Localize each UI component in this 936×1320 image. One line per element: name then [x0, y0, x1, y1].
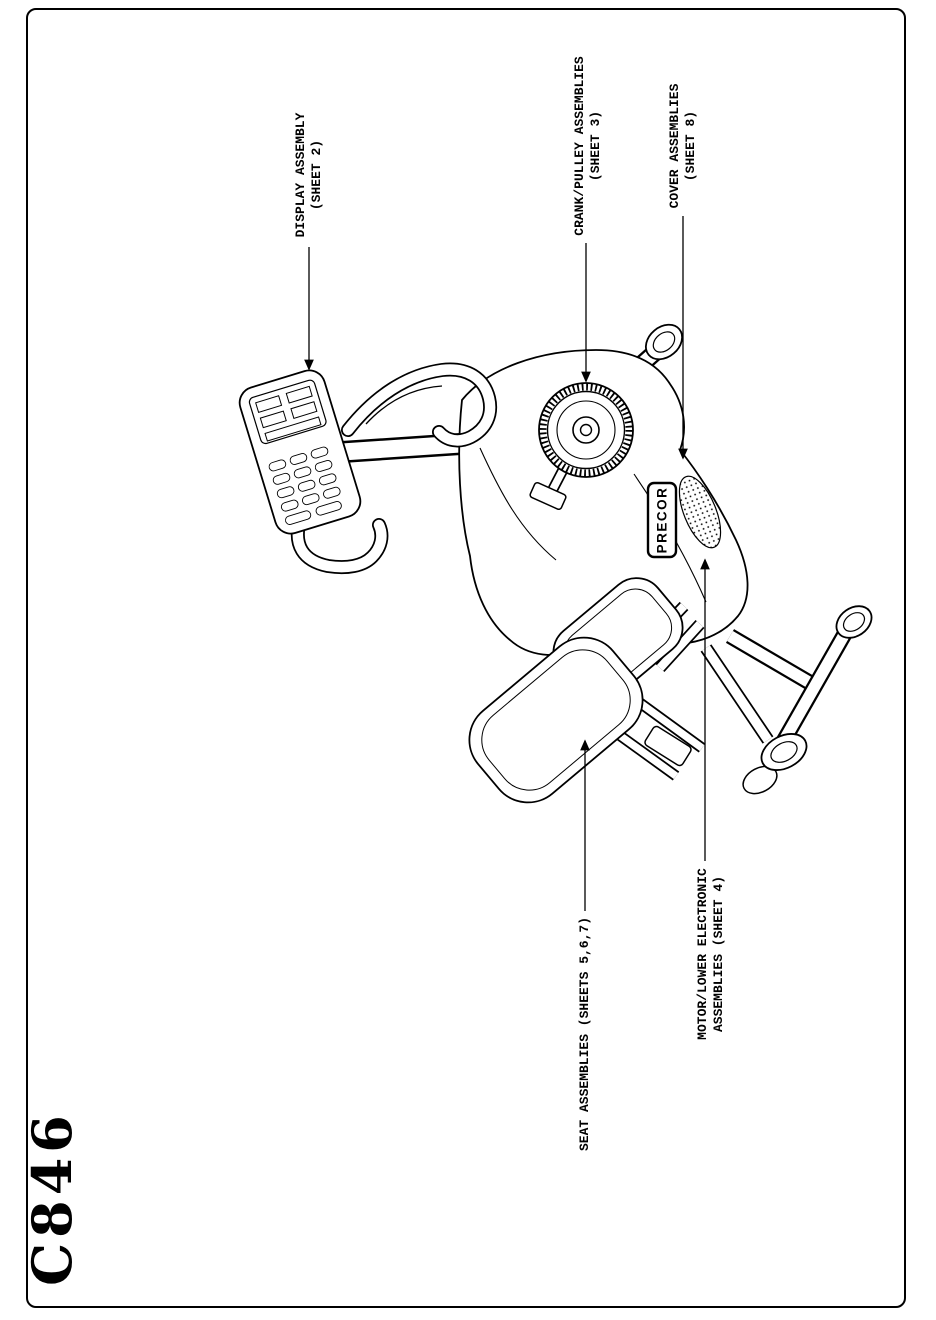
callout-crank-pulley: CRANK/PULLEY ASSEMBLIES (SHEET 3) [572, 56, 604, 235]
callout-line: MOTOR/LOWER ELECTRONIC [695, 868, 710, 1040]
callout-line: CRANK/PULLEY ASSEMBLIES [572, 56, 587, 236]
page-border [26, 8, 906, 1308]
front-foot-cap [644, 323, 684, 361]
handlebar [341, 362, 497, 448]
callout-line: COVER ASSEMBLIES [667, 83, 682, 209]
console-assembly [238, 369, 362, 535]
handlebar-neck [290, 513, 389, 575]
callout-line: (SHEET 8) [683, 110, 698, 182]
callout-arrows [304, 216, 710, 911]
callout-line: DISPLAY ASSEMBLY [293, 112, 308, 238]
model-number: C846 [20, 1110, 84, 1286]
callout-display-assembly: DISPLAY ASSEMBLY (SHEET 2) [293, 113, 325, 238]
precor-logo-text: PRECOR [655, 487, 670, 554]
callout-line: (SHEET 2) [309, 139, 324, 211]
callout-line: ASSEMBLIES (SHEET 4) [711, 875, 726, 1033]
rear-end-cap [835, 605, 873, 639]
callout-seat: SEAT ASSEMBLIES (SHEETS 5,6,7) [577, 917, 593, 1151]
rear-foot-pad [760, 733, 808, 771]
crank-pulley [529, 382, 634, 511]
precor-logo-plate: PRECOR [646, 481, 678, 559]
display-windows [255, 385, 322, 442]
rear-stabilizer [700, 605, 873, 795]
callout-motor: MOTOR/LOWER ELECTRONIC ASSEMBLIES (SHEET… [695, 868, 727, 1040]
seat-assembly [468, 577, 706, 804]
callout-line: (SHEET 3) [588, 110, 603, 182]
seat-carriage-bracket [644, 725, 692, 767]
callout-cover: COVER ASSEMBLIES (SHEET 8) [667, 84, 699, 209]
seat-back-cushion [468, 636, 644, 804]
keypad-buttons [268, 446, 342, 525]
rear-foot-pad-back [742, 765, 778, 795]
callout-line: SEAT ASSEMBLIES (SHEETS 5,6,7) [577, 916, 592, 1152]
